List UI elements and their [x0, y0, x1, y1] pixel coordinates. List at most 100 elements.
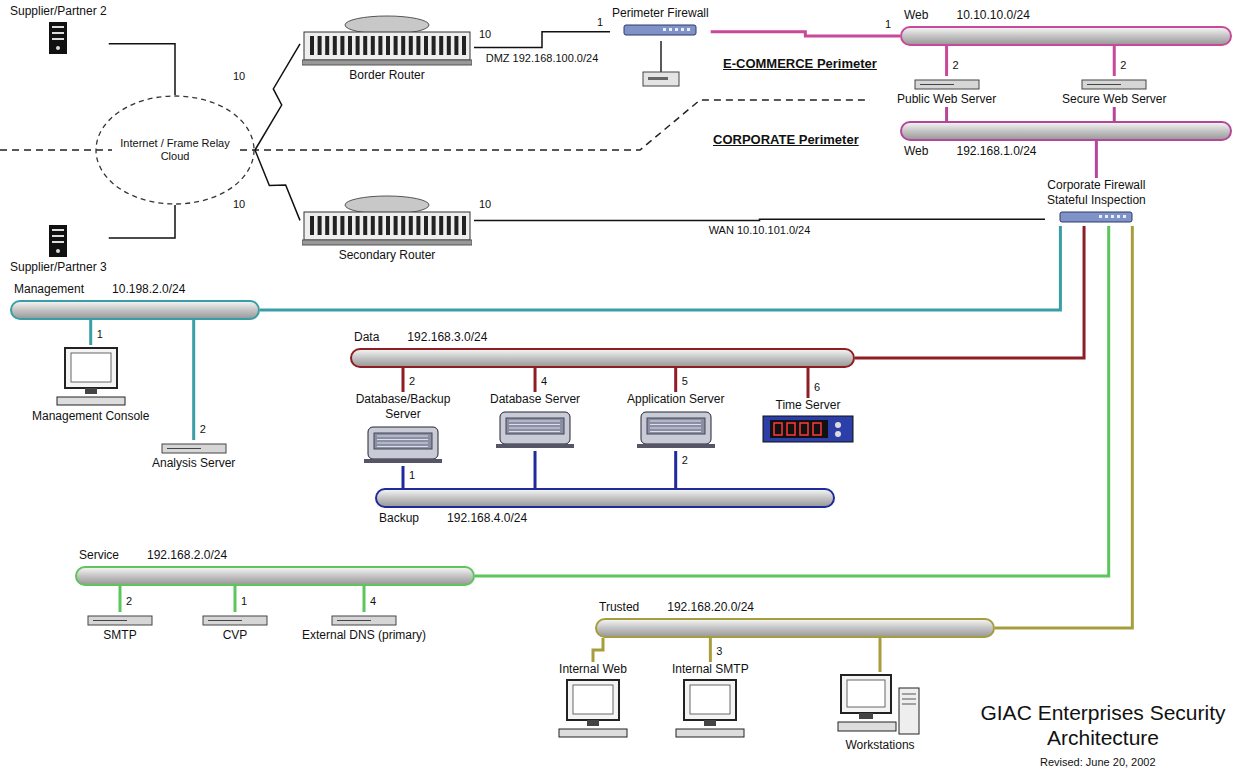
- port-number: 1: [884, 18, 892, 31]
- node-label: External DNS (primary): [302, 628, 426, 643]
- node-label: Internet / Frame Relay Cloud: [112, 137, 238, 163]
- server: External DNS (primary): [300, 612, 428, 643]
- network-link: [593, 638, 603, 662]
- server-icon: [637, 409, 715, 449]
- diagram-title: GIAC Enterprises Security Architecture: [968, 700, 1238, 750]
- server: Database/Backup Server: [345, 392, 461, 466]
- segment-bus: [75, 566, 475, 586]
- network-segment: Management 10.198.2.0/24: [10, 282, 260, 323]
- segment-bus: [350, 348, 855, 368]
- port-number: 10: [478, 198, 492, 211]
- network-link: [109, 205, 175, 238]
- node-label: 192.168.3.0/24: [407, 330, 487, 345]
- network-link: [709, 638, 712, 662]
- node-label: Database Server: [490, 392, 580, 407]
- node-label: Supplier/Partner 2: [10, 4, 107, 19]
- port-number: 10: [478, 28, 492, 41]
- port-number: 5: [681, 375, 689, 388]
- server: SMTP: [85, 612, 155, 643]
- node-label: Secure Web Server: [1062, 92, 1167, 107]
- perimeter-label: CORPORATE Perimeter: [712, 132, 860, 148]
- node-label: Trusted: [599, 600, 639, 615]
- server: Application Server: [625, 392, 726, 451]
- node-label: SMTP: [103, 628, 136, 643]
- partner-site: Supplier/Partner 3: [8, 222, 109, 275]
- network-link: [119, 586, 122, 612]
- segment-bus: [900, 121, 1232, 141]
- network-segment: Trusted 192.168.20.0/24: [595, 600, 995, 641]
- network-link: [234, 586, 237, 612]
- node-label: Management: [14, 282, 84, 297]
- segment-bus: [10, 300, 260, 320]
- network-link: [1113, 46, 1116, 76]
- node-label: Internal SMTP: [672, 662, 749, 677]
- monitor-icon: [55, 347, 127, 407]
- network-link: [363, 586, 366, 612]
- node-label: Management Console: [32, 409, 149, 424]
- node-label: Corporate Firewall: [1047, 178, 1145, 193]
- node-label: Workstations: [845, 738, 914, 753]
- flat-icon: [1081, 78, 1147, 90]
- network-link: [192, 320, 195, 440]
- port-number: 4: [369, 595, 377, 608]
- monitor-icon: [674, 679, 746, 739]
- port-number: 10: [232, 198, 246, 211]
- firewall: Perimeter Firewall: [610, 6, 711, 39]
- node-label: Service: [79, 548, 119, 563]
- fw-icon: [1059, 210, 1133, 224]
- port-number: 2: [408, 375, 416, 388]
- network-link: [109, 44, 175, 95]
- node-label: Secondary Router: [339, 248, 436, 263]
- node-label: Stateful Inspection: [1047, 193, 1146, 208]
- flat-icon: [331, 614, 397, 626]
- node-label: Application Server: [627, 392, 724, 407]
- network-link: [1095, 141, 1098, 178]
- network-link: [674, 451, 677, 488]
- network-link: [255, 150, 300, 220]
- segment-bus: [900, 26, 1232, 46]
- network-segment: Backup192.168.4.0/24: [375, 485, 835, 526]
- segment-bus: [595, 618, 995, 638]
- ws-icon: [837, 674, 923, 736]
- server: CVP: [200, 612, 270, 643]
- flat-icon: [202, 614, 268, 626]
- network-segment: Data192.168.3.0/24: [350, 330, 855, 371]
- server-icon: [496, 409, 574, 449]
- node-label: Database/Backup Server: [347, 392, 459, 422]
- network-segment: Service192.168.2.0/24: [75, 548, 475, 589]
- network-segment: Web192.168.1.0/24: [900, 118, 1232, 159]
- network-link: [1113, 107, 1116, 121]
- port-number: 1: [408, 469, 416, 482]
- node-label: Public Web Server: [897, 92, 996, 107]
- node-label: Analysis Server: [152, 456, 235, 471]
- perimeter-label: E-COMMERCE Perimeter: [722, 56, 878, 72]
- network-link: [402, 368, 405, 392]
- port-number: 1: [240, 595, 248, 608]
- port-number: 1: [596, 16, 604, 29]
- network-link: [674, 368, 677, 392]
- web-server: Public Web Server: [895, 76, 998, 107]
- node-label: Internal Web: [559, 662, 627, 677]
- network-link: [402, 466, 405, 488]
- port-number: 10: [232, 70, 246, 83]
- node-label: 10.198.2.0/24: [112, 282, 185, 297]
- router-icon: [302, 14, 472, 66]
- console: Management Console: [30, 345, 151, 424]
- node-label: CVP: [223, 628, 248, 643]
- diagram-caption: Revised: June 20, 2002: [1040, 756, 1156, 769]
- flat-icon: [161, 442, 227, 454]
- router-icon: [302, 194, 472, 246]
- flat-icon: [914, 78, 980, 90]
- node-label: 192.168.20.0/24: [667, 600, 754, 615]
- link-label: DMZ 192.168.100.0/24: [484, 52, 601, 65]
- network-link: [475, 226, 1109, 576]
- network-link: [534, 368, 537, 392]
- flat-icon: [87, 614, 153, 626]
- network-link: [711, 32, 900, 36]
- network-link: [255, 44, 300, 150]
- port-number: 2: [125, 595, 133, 608]
- node-label: Backup: [379, 511, 419, 526]
